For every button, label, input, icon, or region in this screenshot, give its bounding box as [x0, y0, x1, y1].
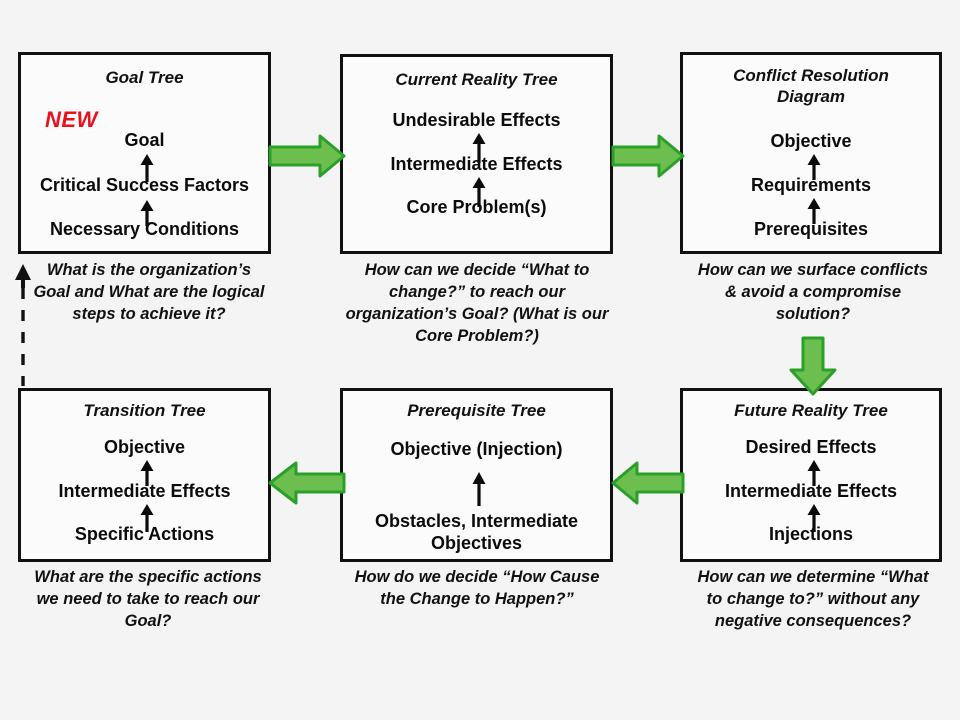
box-prerequisite-tree-title: Prerequisite Tree — [407, 401, 546, 420]
up-arrow-icon — [806, 154, 822, 180]
up-arrow-icon — [806, 460, 822, 486]
box-current-reality-tree-tier-0: Undesirable Effects — [392, 110, 561, 130]
connector-arrow-down-conflict-resolution-diagram-to-future-reality-tree — [787, 336, 839, 396]
caption-future-reality-tree: How can we determine “What to change to?… — [697, 568, 929, 630]
connector-arrow-left-prerequisite-tree-to-transition-tree — [268, 460, 346, 506]
box-conflict-resolution-diagram[interactable]: Conflict Resolution Diagram Objective Re… — [680, 52, 942, 254]
box-conflict-resolution-diagram-tier-2: Prerequisites — [753, 219, 869, 239]
box-current-reality-tree-tier-1: Intermediate Effects — [390, 154, 563, 174]
box-future-reality-tree-tier-0: Desired Effects — [745, 437, 877, 457]
box-conflict-resolution-diagram-tier-1: Requirements — [750, 175, 872, 195]
up-arrow-icon — [139, 200, 155, 226]
box-future-reality-tree-tier-1: Intermediate Effects — [724, 481, 898, 501]
up-arrow-icon — [139, 504, 155, 532]
connector-arrow-right-goal-tree-to-current-reality-tree — [268, 133, 346, 179]
caption-transition-tree: What are the specific actions we need to… — [34, 568, 262, 630]
box-future-reality-tree-title: Future Reality Tree — [734, 401, 888, 420]
up-arrow-icon — [806, 504, 822, 532]
box-goal-tree-tier-1: Critical Success Factors — [39, 175, 250, 195]
box-goal-tree-tier-0: Goal — [124, 130, 165, 150]
caption-conflict-resolution-diagram: How can we surface conflicts & avoid a c… — [697, 261, 929, 323]
connector-dashed-transition-tree-to-goal-tree — [10, 262, 38, 388]
up-arrow-icon — [139, 460, 155, 486]
connector-arrow-right-current-reality-tree-to-conflict-resolution-diagram — [611, 133, 685, 179]
box-transition-tree-tier-2: Specific Actions — [74, 524, 215, 544]
up-arrow-icon — [471, 133, 487, 163]
box-current-reality-tree-tier-2: Core Problem(s) — [406, 197, 547, 217]
box-conflict-resolution-diagram-tier-0: Objective — [770, 131, 852, 151]
box-prerequisite-tree-tier-0: Objective (Injection) — [390, 439, 563, 459]
up-arrow-icon — [471, 472, 487, 506]
box-transition-tree[interactable]: Transition Tree Objective Intermediate E… — [18, 388, 271, 562]
caption-prerequisite-tree: How do we decide “How Cause the Change t… — [354, 568, 600, 608]
caption-goal-tree: What is the organization’s Goal and What… — [33, 261, 265, 323]
box-goal-tree-title: Goal Tree — [105, 68, 184, 87]
box-transition-tree-title: Transition Tree — [83, 401, 206, 420]
up-arrow-icon — [471, 177, 487, 207]
box-conflict-resolution-diagram-title: Conflict Resolution Diagram — [733, 66, 889, 106]
connector-arrow-left-future-reality-tree-to-prerequisite-tree — [611, 460, 685, 506]
box-goal-tree[interactable]: Goal Tree NEW Goal Critical Success Fact… — [18, 52, 271, 254]
box-prerequisite-tree-tier-1: Obstacles, Intermediate Objectives — [374, 511, 579, 553]
up-arrow-icon — [139, 154, 155, 182]
box-future-reality-tree[interactable]: Future Reality Tree Desired Effects Inte… — [680, 388, 942, 562]
box-transition-tree-tier-1: Intermediate Effects — [58, 481, 231, 501]
box-future-reality-tree-tier-2: Injections — [768, 524, 853, 544]
box-prerequisite-tree[interactable]: Prerequisite Tree Objective (Injection) … — [340, 388, 613, 562]
box-current-reality-tree-title: Current Reality Tree — [395, 70, 558, 89]
up-arrow-icon — [806, 198, 822, 224]
new-badge: NEW — [45, 107, 98, 132]
box-goal-tree-tier-2: Necessary Conditions — [49, 219, 240, 239]
caption-current-reality-tree: How can we decide “What to change?” to r… — [345, 261, 609, 345]
box-current-reality-tree[interactable]: Current Reality Tree Undesirable Effects… — [340, 54, 613, 254]
box-transition-tree-tier-0: Objective — [103, 437, 186, 457]
